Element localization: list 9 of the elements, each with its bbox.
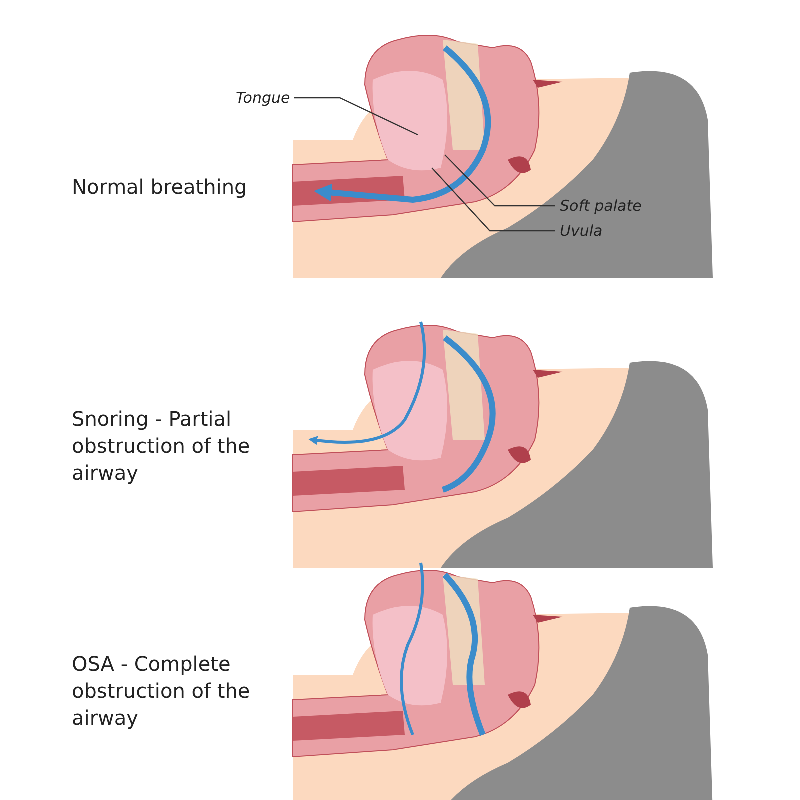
panel-caption: Snoring - Partial obstruction of the airway — [72, 406, 252, 487]
leader-line — [432, 168, 555, 232]
part-label: Tongue — [236, 89, 290, 107]
part-label: Soft palate — [560, 197, 642, 215]
leader-line — [444, 154, 555, 207]
panel-caption: Normal breathing — [72, 174, 248, 201]
leader-line — [294, 97, 418, 136]
part-label: Uvula — [560, 222, 603, 240]
panel-caption: OSA - Complete obstruction of the airway — [72, 651, 252, 732]
